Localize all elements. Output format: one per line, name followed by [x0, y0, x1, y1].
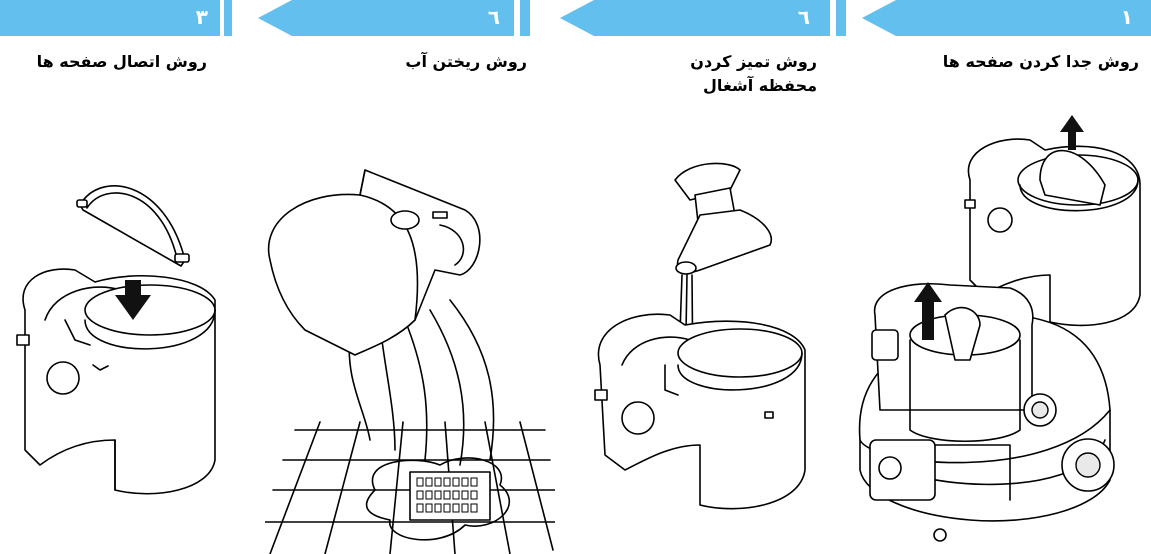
panel-title-4: روش جدا کردن صفحه ها: [943, 50, 1139, 74]
faucet-icon: [675, 163, 771, 274]
panel-title-1: روش اتصال صفحه ها: [37, 50, 207, 74]
drain-icon: [410, 472, 490, 520]
tab-arrow-shape-4: [862, 0, 1151, 36]
panel-number-3: ٦: [798, 5, 810, 29]
tilted-container: [269, 170, 480, 355]
panel-number-2: ٦: [488, 5, 500, 29]
panel-number-4: ١: [1121, 5, 1133, 29]
faucet-clean-illustration: [590, 150, 820, 550]
panel-title-2: روش ریختن آب: [405, 50, 527, 74]
panel-tab-3: ٦: [560, 0, 846, 36]
panel-number-1: ٣: [196, 5, 208, 29]
container-body: [595, 314, 805, 508]
panel-tab-2: ٦: [258, 0, 530, 36]
panel-tab-4: ١: [862, 0, 1151, 36]
pour-water-illustration: [265, 160, 555, 554]
remove-plate-illustration: [850, 110, 1150, 554]
panel-title-3: روش تمیز کردن محفظه آشغال: [690, 50, 817, 98]
plate-part: [77, 186, 189, 266]
attach-plate-illustration: [5, 170, 235, 550]
panel-tab-1: ٣: [0, 0, 232, 36]
arrow-up-icon: [1060, 115, 1084, 150]
container-body: [17, 269, 215, 494]
